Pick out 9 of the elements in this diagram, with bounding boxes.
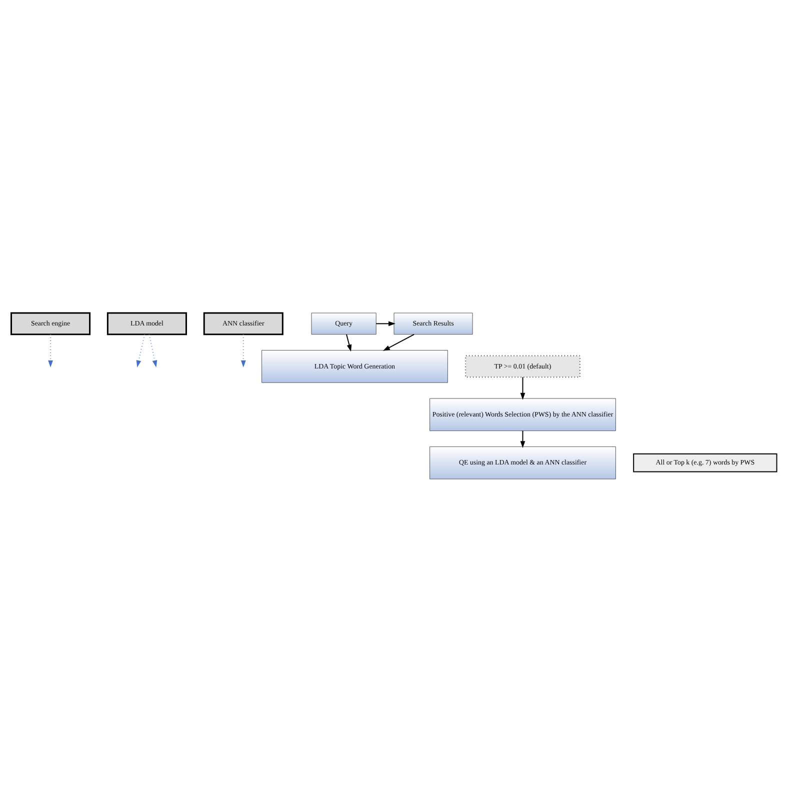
arrow: [520, 430, 526, 448]
arrow: [520, 376, 526, 400]
arrow: [148, 334, 158, 368]
arrow: [240, 334, 246, 368]
arrow: [346, 334, 352, 352]
arrow: [382, 334, 415, 351]
arrow: [48, 334, 53, 368]
arrow: [136, 334, 146, 368]
arrow: [376, 321, 396, 326]
